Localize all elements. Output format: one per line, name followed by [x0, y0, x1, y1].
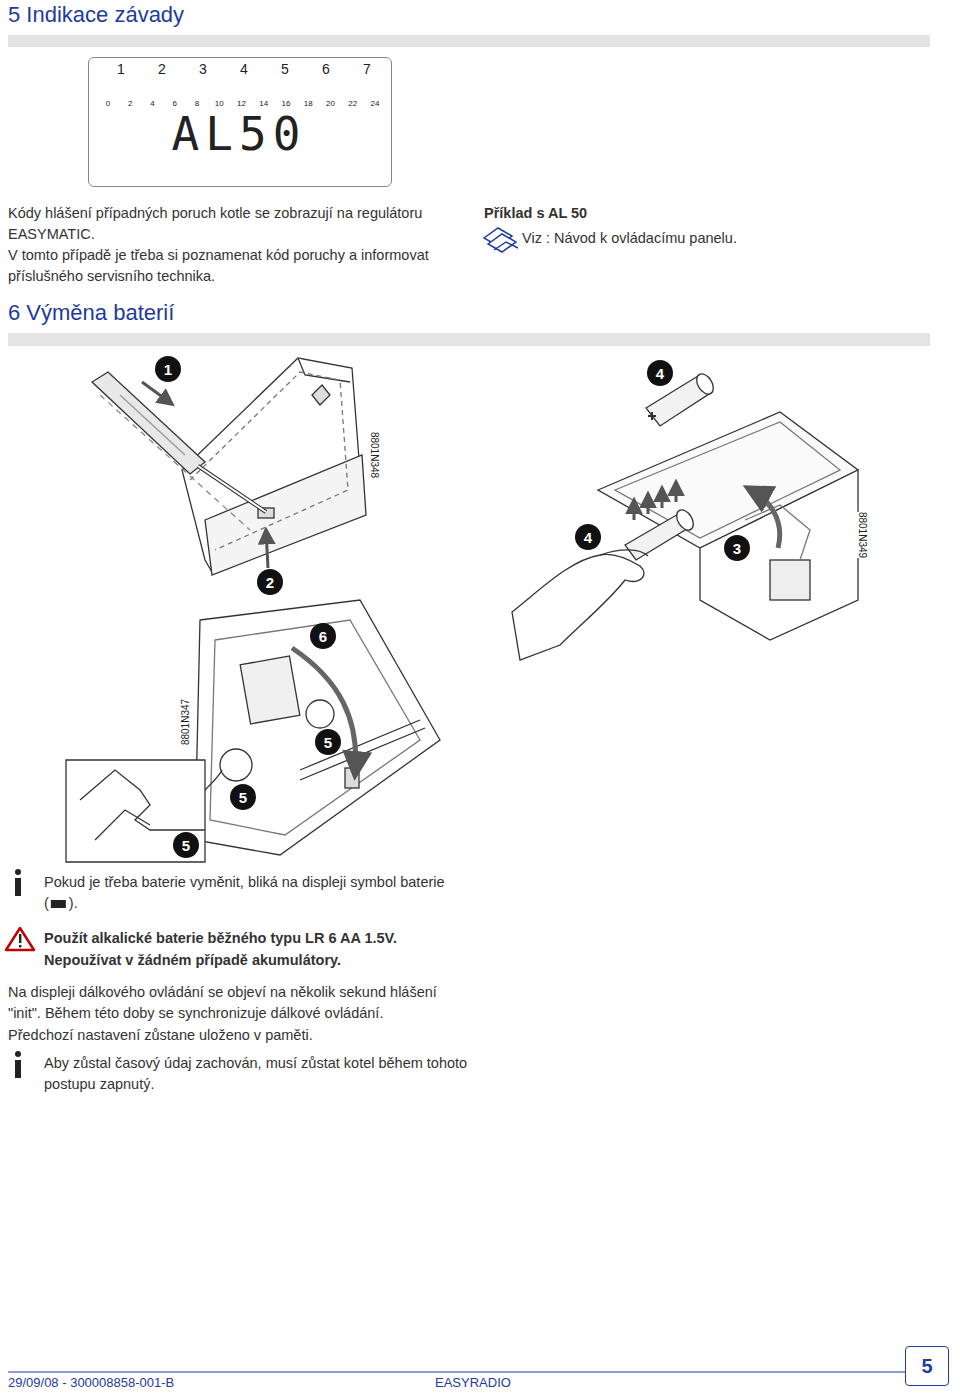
heading-bar [8, 35, 930, 47]
battery-symbol [51, 900, 66, 908]
callout-text: 6 [319, 628, 327, 645]
lcd-scale-number: 5 [281, 61, 289, 77]
lcd-scale-number: 8 [195, 99, 199, 108]
page-number-box: 5 [905, 1346, 949, 1386]
arrow [748, 488, 780, 548]
lcd-scale-number: 22 [348, 99, 357, 108]
paragraph: Na displeji dálkového ovládání se objeví… [8, 982, 470, 1024]
callout-text: 4 [584, 529, 592, 546]
footer-rule [8, 1372, 905, 1373]
lcd-code: AL50 [172, 107, 307, 161]
callout-text: 1 [164, 361, 172, 378]
lcd-scale-number: 10 [215, 99, 224, 108]
callout-number: 4 [575, 524, 601, 550]
warning-text: Použít alkalické baterie běžného typu LR… [44, 928, 484, 949]
warning-icon [6, 928, 34, 950]
book-icon [484, 228, 518, 252]
lcd-scale-number: 12 [237, 99, 246, 108]
lcd-scale-number: 20 [326, 99, 335, 108]
paragraph: Předchozí nastavení zůstane uloženo v pa… [8, 1025, 470, 1046]
lcd-scale-number: 0 [106, 99, 110, 108]
callout-text: 3 [733, 540, 741, 557]
callout-number: 6 [310, 623, 336, 649]
callout-text: 5 [182, 837, 190, 854]
insert-arrows [634, 482, 676, 520]
footer-product: EASYRADIO [435, 1375, 511, 1391]
reference-note: Viz : Návod k ovládacímu panelu. [522, 228, 737, 249]
callout-text: 2 [266, 574, 274, 591]
lcd-display: 1234567024681012141618202224AL50 [88, 57, 392, 187]
info-icon [15, 869, 21, 1078]
page-number: 5 [921, 1355, 932, 1378]
callout-text: 4 [656, 365, 664, 382]
callout-number: 4 [647, 360, 673, 386]
arrow [266, 530, 268, 568]
lcd-scale-number: 7 [363, 61, 371, 77]
lcd-scale-number: 1 [117, 61, 125, 77]
lcd-scale-number: 4 [240, 61, 248, 77]
heading-bar [8, 333, 930, 346]
arrow [292, 648, 356, 775]
lcd-scale-number: 24 [371, 99, 380, 108]
callout-text: 5 [239, 789, 247, 806]
paragraph: V tomto případě je třeba si poznamenat k… [8, 245, 468, 287]
note-text: Aby zůstal časový údaj zachován, musí zů… [44, 1053, 474, 1095]
lcd-scale-number: 4 [150, 99, 154, 108]
callout-number: 2 [257, 569, 283, 595]
section-heading: 5 Indikace závady [8, 2, 184, 28]
figure-closing-housing [66, 600, 440, 862]
example-heading: Příklad s AL 50 [484, 203, 587, 224]
paragraph: Kódy hlášení případných poruch kotle se … [8, 203, 468, 245]
note-text: ( [44, 893, 49, 914]
lcd-scale-number: 6 [173, 99, 177, 108]
lcd-scale-number: 16 [282, 99, 291, 108]
callout-text: 5 [324, 734, 332, 751]
lcd-scale-number: 14 [259, 99, 268, 108]
callout-number: 5 [230, 784, 256, 810]
lcd-scale-number: 2 [158, 61, 166, 77]
section-heading: 6 Výměna baterií [8, 300, 174, 326]
lcd-scale-number: 2 [128, 99, 132, 108]
callout-number: 1 [155, 356, 181, 382]
callout-number: 5 [173, 832, 199, 858]
figure-code: 8801N349 [856, 512, 868, 558]
figure-code: 8801N347 [180, 699, 192, 745]
callout-number: 5 [315, 729, 341, 755]
figure-code: 8801N348 [368, 432, 380, 478]
lcd-scale-number: 3 [199, 61, 207, 77]
figure-battery-compartment [512, 371, 858, 660]
callout-number: 3 [724, 535, 750, 561]
lcd-scale-number: 6 [322, 61, 330, 77]
note-text: ). [69, 893, 78, 914]
warning-text: Nepoužívat v žádném případě akumulátory. [44, 950, 484, 971]
figure-open-housing [92, 358, 366, 575]
note-text: Pokud je třeba baterie vyměnit, bliká na… [44, 872, 474, 893]
lcd-scale-number: 18 [304, 99, 313, 108]
footer-code: 29/09/08 - 300008858-001-B [8, 1375, 174, 1391]
arrow [142, 382, 172, 404]
